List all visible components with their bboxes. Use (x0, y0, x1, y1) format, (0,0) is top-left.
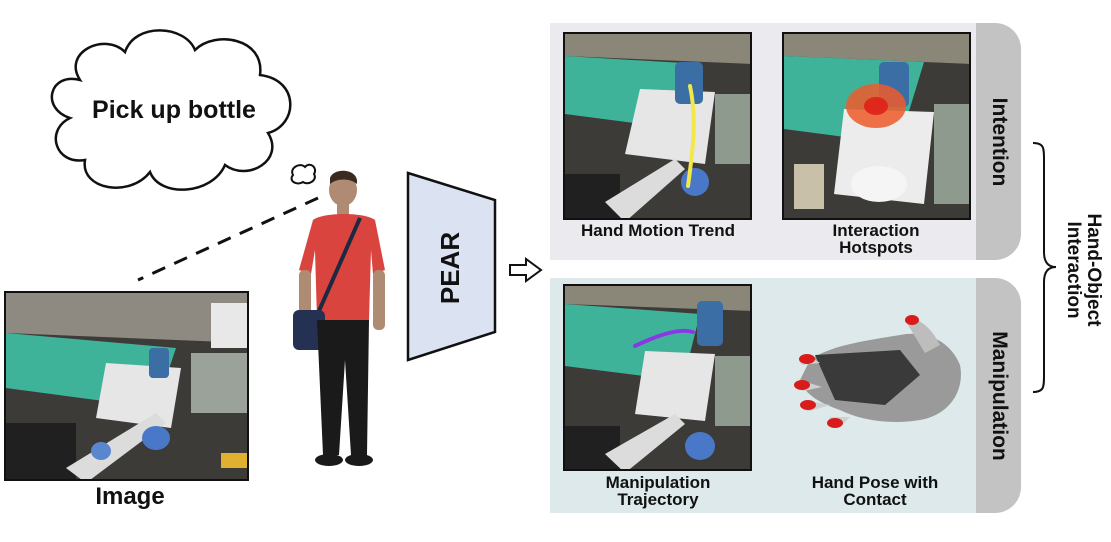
trend-line (686, 84, 696, 188)
pear-label: PEAR (435, 231, 465, 305)
manipulation-trajectory-label: Manipulation Trajectory (605, 473, 711, 509)
intention-tab (976, 23, 1021, 260)
contact-point (799, 354, 815, 364)
pear-model (406, 171, 497, 362)
interaction-hotspots-label: Interaction Hotspots (832, 221, 920, 257)
lab-scene-illustration (6, 293, 247, 479)
manipulation-trajectory-image (563, 284, 752, 471)
hand-pose-mesh (794, 315, 961, 428)
contact-point (905, 315, 919, 325)
manipulation-label: Manipulation (988, 331, 1011, 461)
thought-text: Pick up bottle (92, 96, 256, 124)
manipulation-tab (976, 278, 1021, 513)
person-figure (293, 170, 385, 466)
trajectory-line (633, 328, 695, 348)
dashed-connector (137, 196, 319, 282)
hand-motion-trend-label: Hand Motion Trend (581, 221, 735, 240)
grouping-brace (1032, 142, 1057, 393)
output-arrow-icon (509, 257, 543, 283)
contact-point (827, 418, 843, 428)
hand-motion-trend-image (563, 32, 752, 220)
thought-bubble (50, 29, 316, 191)
hand-object-interaction-label: Hand-Object Interaction (1063, 213, 1104, 327)
input-image (4, 291, 249, 481)
contact-point (794, 380, 810, 390)
hand-pose-label: Hand Pose with Contact (811, 473, 939, 509)
interaction-hotspots-image (782, 32, 971, 220)
contact-point (800, 400, 816, 410)
input-label: Image (95, 483, 165, 510)
intention-label: Intention (988, 97, 1011, 187)
